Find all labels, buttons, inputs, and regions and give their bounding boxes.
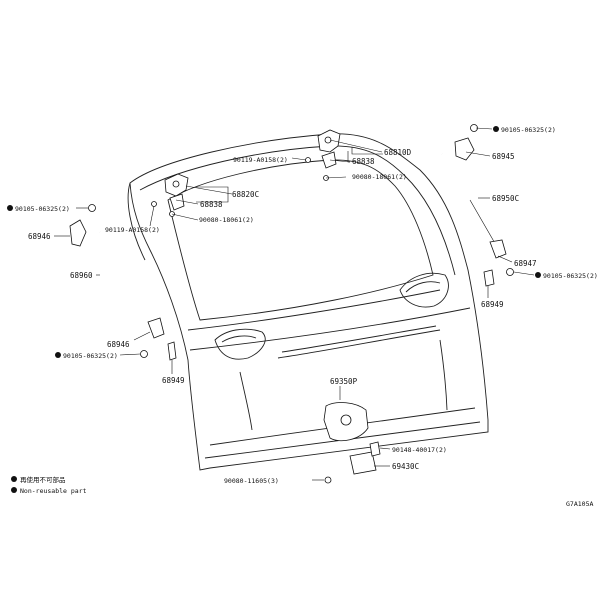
callout-90105-right-bottom: 90105-06325(2) [543, 272, 598, 280]
callout-68838-left: 68838 [200, 200, 223, 209]
callout-69430C: 69430C [392, 462, 419, 471]
non-reusable-marker-icon [11, 487, 17, 493]
callout-68838-top: 68838 [352, 157, 375, 166]
callout-68947: 68947 [514, 259, 537, 268]
legend-item-en: Non-reusable part [20, 487, 87, 495]
legend: 再使用不可部品 Non-reusable part [11, 475, 87, 495]
callout-90105-left-bottom: 90105-06325(2) [63, 352, 118, 360]
leader-lines [54, 127, 535, 481]
callout-69350P: 69350P [330, 377, 358, 386]
callout-90105-left-top: 90105-06325(2) [15, 205, 70, 213]
callout-68945: 68945 [492, 152, 515, 161]
callout-90119-top: 90119-A0158(2) [233, 156, 288, 164]
callout-90080-bottom: 90080-11605(3) [224, 477, 279, 485]
callout-68960: 68960 [70, 271, 93, 280]
hinge-left [151, 173, 189, 217]
callout-68810D: 68810D [384, 148, 412, 157]
callout-68820C: 68820C [232, 190, 259, 199]
stay-left [69, 204, 177, 361]
legend-item-ja: 再使用不可部品 [20, 475, 66, 484]
callout-90080-top: 90080-18061(2) [352, 173, 407, 181]
callout-90080-left: 90080-18061(2) [199, 216, 254, 224]
non-reusable-marker-icon [11, 476, 17, 482]
callout-90119-left: 90119-A0158(2) [105, 226, 160, 234]
non-reusable-marker-icon [55, 352, 61, 358]
callout-90148: 90148-40017(2) [392, 446, 447, 454]
callout-68949-right: 68949 [481, 300, 504, 309]
non-reusable-marker-icon [7, 205, 13, 211]
callout-68946-top: 68946 [28, 232, 51, 241]
callout-90105-right-top: 90105-06325(2) [501, 126, 556, 134]
callout-68946-bottom: 68946 [107, 340, 130, 349]
stay-right [441, 124, 514, 287]
non-reusable-marker-icon [493, 126, 499, 132]
callout-brackets [196, 147, 383, 203]
callout-68949-left: 68949 [162, 376, 185, 385]
non-reusable-marker-icon [535, 272, 541, 278]
figure-code: G7A105A [566, 500, 593, 508]
hinge-right [305, 129, 341, 181]
lock-assembly [323, 402, 381, 484]
callout-68950C: 68950C [492, 194, 519, 203]
